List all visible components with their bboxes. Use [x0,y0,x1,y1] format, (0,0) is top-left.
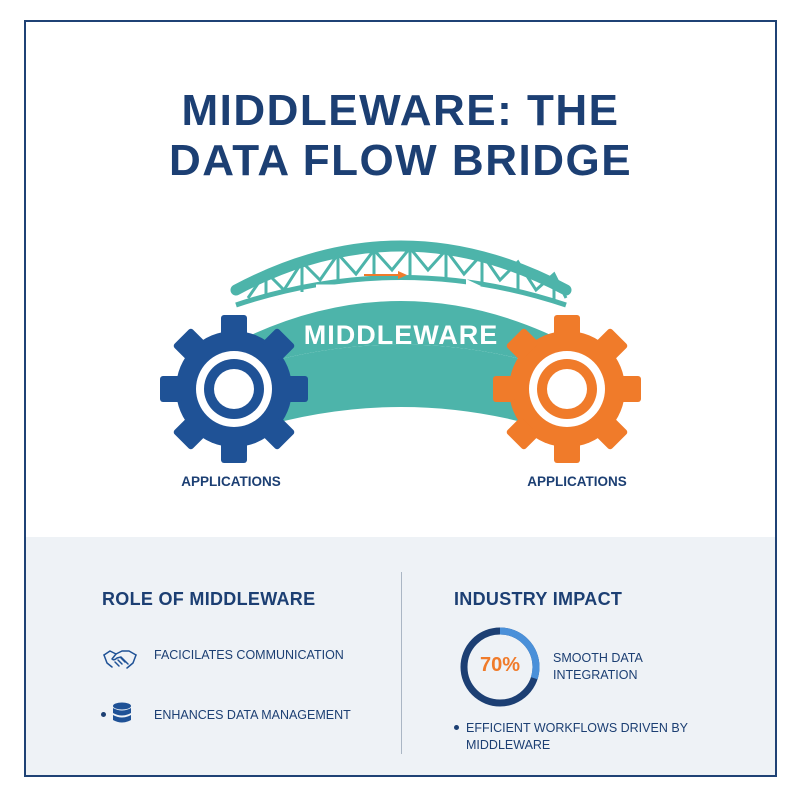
right-gear-icon [493,315,641,463]
bridge-deck [221,301,581,377]
title-line-1: MIDDLEWARE: THE [181,86,620,135]
ring-value: 70% [479,654,521,676]
impact-ring-text: SMOOTH DATA INTEGRATION [553,651,643,682]
handshake-icon [103,650,137,669]
title-line-2: DATA FLOW BRIDGE [168,136,633,185]
right-gear-label: APPLICATIONS [527,474,627,489]
truss-lattice [246,245,568,300]
panel-divider [401,572,402,754]
impact-bullet-text: EFFICIENT WORKFLOWS DRIVEN BY MIDDLEWARE [466,721,688,752]
data-flow-arrows [316,271,481,299]
info-panel: ROLE OF MIDDLEWARE FACICILATES COMMUNICA… [26,537,775,775]
progress-ring-fill [460,627,540,707]
database-icon [113,702,131,723]
role-item-communication: FACICILATES COMMUNICATION [154,648,344,662]
bridge-diagram: MIDDLEWARE [160,240,641,489]
role-heading: ROLE OF MIDDLEWARE [102,589,316,609]
bridge-arch [216,344,586,442]
left-gear-icon [160,315,308,463]
progress-ring [460,627,540,707]
page-title: MIDDLEWARE: THE DATA FLOW BRIDGE [26,86,775,186]
role-item-data-management: ENHANCES DATA MANAGEMENT [154,708,351,722]
left-gear-label: APPLICATIONS [181,474,281,489]
impact-heading: INDUSTRY IMPACT [454,589,623,609]
impact-bullet [454,725,459,730]
role-bullet [101,712,106,717]
infographic-frame: MIDDLEWARE: THE DATA FLOW BRIDGE MIDDLEW… [24,20,777,777]
bridge-label: MIDDLEWARE [304,320,499,350]
